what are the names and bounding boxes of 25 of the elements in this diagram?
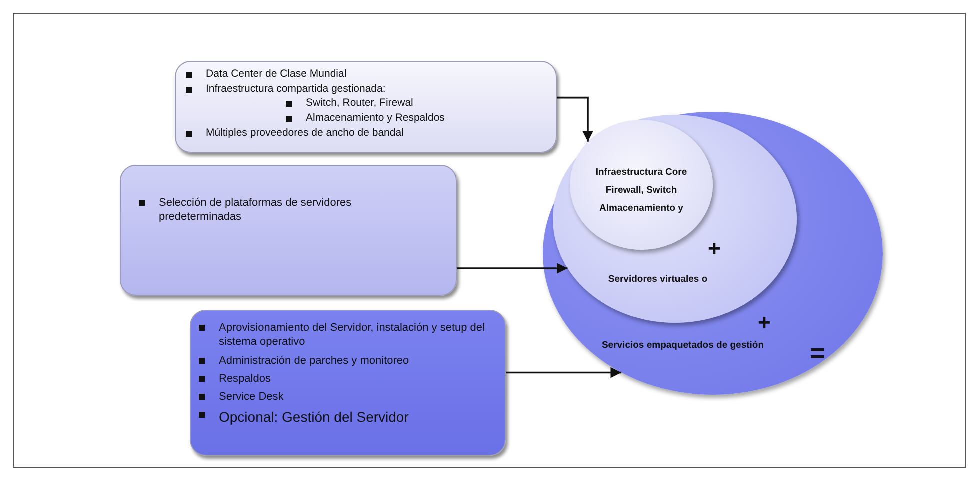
rounded-box — [175, 61, 557, 153]
bullet-text: Opcional: Gestión del Servidor — [219, 409, 409, 426]
operator-sign: + — [758, 310, 771, 336]
rounded-box — [120, 165, 457, 296]
ellipse-text: Almacenamiento y — [598, 202, 684, 216]
ellipse-text: Servidores virtuales o — [607, 274, 709, 286]
arrow — [557, 96, 594, 142]
ellipse-text: Servicios empaquetados de gestión — [600, 340, 766, 352]
ellipse-text: Infraestructura Core — [594, 166, 688, 180]
arrow — [457, 263, 568, 274]
bullet-text: Aprovisionamiento del Servidor, instalación y setup del sistema operativo — [219, 322, 485, 348]
bullet-text: Switch, Router, Firewal — [306, 97, 414, 110]
bullet-text: Administración de parches y monitoreo — [219, 354, 410, 367]
bullet-text: Infraestructura compartida gestionada: — [206, 82, 386, 95]
bullet-text: Almacenamiento y Respaldos — [306, 112, 445, 124]
bullet-text: Service Desk — [219, 391, 284, 404]
bullet-text: Data Center de Clase Mundial — [206, 68, 347, 80]
operator-sign: = — [810, 338, 826, 369]
operator-sign: + — [708, 236, 721, 262]
bullet-text: Múltiples proveedores de ancho de bandal — [206, 126, 404, 139]
bullet-text: Respaldos — [219, 372, 271, 385]
arrow — [506, 367, 622, 378]
ellipse-text: Firewall, Switch — [604, 184, 678, 198]
bullet-text: Selección de plataformas de servidores predeterminadas — [159, 197, 352, 224]
rounded-box — [190, 310, 506, 456]
